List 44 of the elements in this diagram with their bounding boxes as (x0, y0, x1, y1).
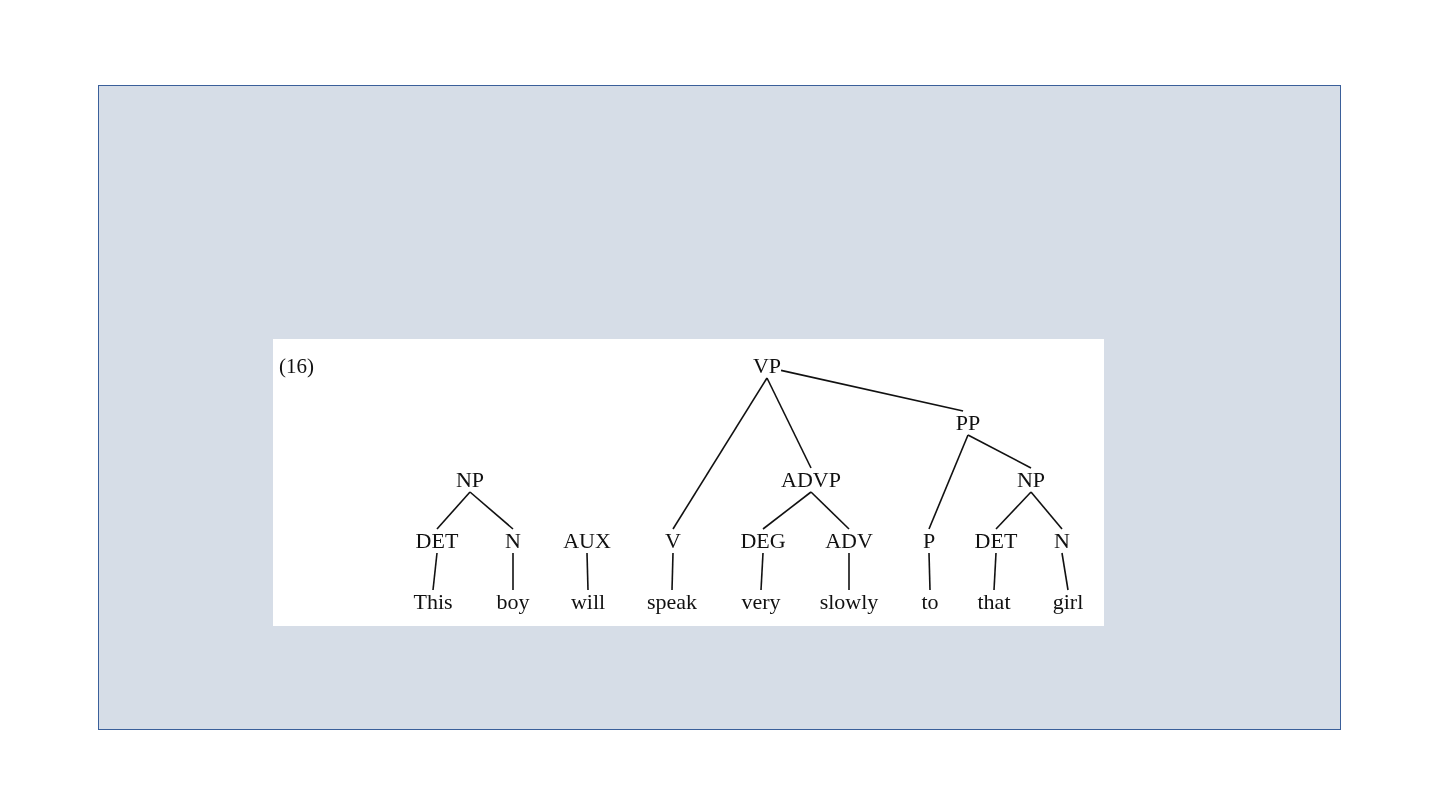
category-label: DET (974, 530, 1018, 552)
tree-branch (672, 377, 768, 530)
tree-branch (967, 434, 1032, 469)
tree-branch (995, 491, 1032, 530)
category-label: NP (455, 469, 485, 491)
word-label: will (570, 591, 606, 613)
tree-branch (810, 491, 850, 530)
category-label: DET (415, 530, 459, 552)
tree-branch (762, 491, 812, 530)
word-label: girl (1052, 591, 1084, 613)
category-label: ADV (825, 530, 873, 552)
tree-branch (1030, 491, 1063, 530)
tree-branch (760, 552, 764, 591)
word-label: slowly (819, 591, 879, 613)
word-label: that (977, 591, 1011, 613)
tree-branch (848, 552, 850, 591)
category-label: V (665, 530, 681, 552)
tree-branch (432, 552, 438, 591)
tree-branch (766, 377, 812, 469)
word-label: This (413, 591, 453, 613)
word-label: boy (496, 591, 530, 613)
category-label: P (922, 530, 936, 552)
tree-branch (993, 552, 997, 591)
category-label: NP (1016, 469, 1046, 491)
category-label: N (1054, 530, 1070, 552)
example-number: (16) (279, 354, 314, 379)
category-label: N (505, 530, 521, 552)
category-label: ADVP (781, 469, 841, 491)
tree-branch (436, 491, 471, 530)
tree-branch (469, 491, 514, 530)
word-label: very (741, 591, 781, 613)
tree-branch (928, 552, 931, 591)
tree-branch (586, 552, 589, 591)
tree-branch (780, 369, 964, 412)
tree-branch (928, 434, 969, 530)
tree-branch (512, 552, 514, 591)
tree-branch (1061, 552, 1069, 591)
word-label: to (921, 591, 939, 613)
word-label: speak (646, 591, 698, 613)
category-label: AUX (563, 530, 611, 552)
tree-branch (671, 552, 674, 591)
category-label: PP (955, 412, 981, 434)
category-label: DEG (740, 530, 786, 552)
category-label: VP (752, 355, 782, 377)
